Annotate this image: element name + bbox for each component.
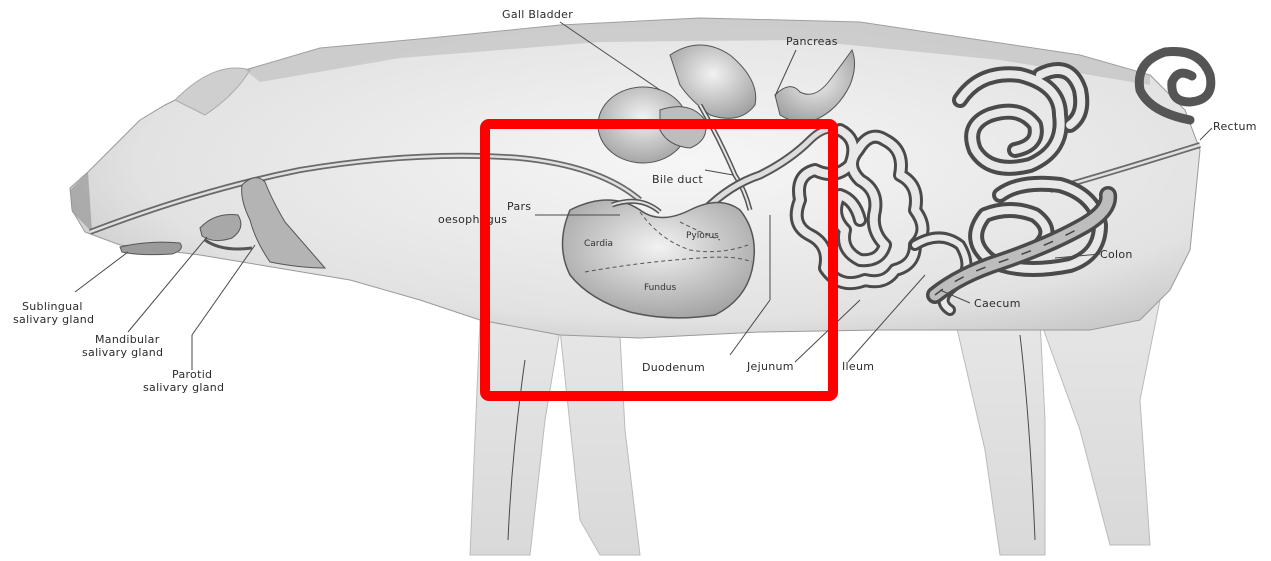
label-duodenum: Duodenum <box>642 361 705 374</box>
label-sublingual-line2: salivary gland <box>13 313 94 326</box>
label-cardia: Cardia <box>584 239 613 249</box>
label-sublingual-line1: Sublingual <box>22 300 83 313</box>
label-caecum: Caecum <box>974 297 1021 310</box>
label-ileum: Ileum <box>842 360 874 373</box>
label-fundus: Fundus <box>644 283 677 293</box>
pig-legs <box>470 300 1160 555</box>
label-mandibular-line2: salivary gland <box>82 346 163 359</box>
label-pancreas: Pancreas <box>786 35 838 48</box>
label-colon: Colon <box>1100 248 1133 261</box>
label-rectum: Rectum <box>1213 120 1257 133</box>
label-mandibular-line1: Mandibular <box>95 333 160 346</box>
label-pars-line1: Pars <box>507 200 531 213</box>
label-parotid-line1: Parotid <box>172 368 212 381</box>
label-jejunum: Jejunum <box>746 360 794 373</box>
label-gall-bladder: Gall Bladder <box>502 8 573 21</box>
label-bile-duct: Bile duct <box>652 173 703 186</box>
label-pars-line2: oesophagus <box>438 213 507 226</box>
label-pylorus: Pylorus <box>686 231 719 241</box>
label-parotid-line2: salivary gland <box>143 381 224 394</box>
